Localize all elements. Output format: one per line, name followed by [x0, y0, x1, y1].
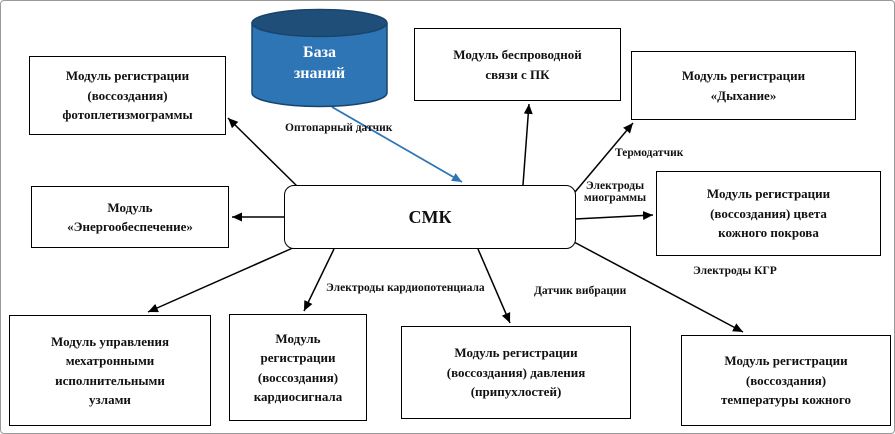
module-mechatronic-control: Модуль управления мехатронными исполните… [9, 315, 211, 426]
arrow-knowledge-base-to-smk [331, 106, 463, 183]
sensor-label-cardio-electrodes: Электроды кардиопотенциала [326, 282, 485, 294]
module-mechatronic-control-label: Модуль управления мехатронными исполните… [50, 333, 170, 408]
module-cardiosignal-label: Модуль регистрации (воссоздания) кардиос… [253, 330, 343, 405]
module-pressure: Модуль регистрации (воссоздания) давлени… [401, 326, 631, 419]
sensor-label-thermo: Термодатчик [615, 147, 684, 159]
module-photoplethysmogram: Модуль регистрации (воссоздания) фотопле… [29, 56, 226, 135]
smk-central-node: СМК [284, 185, 576, 249]
module-temperature-label: Модуль регистрации (воссоздания) темпера… [721, 353, 851, 408]
module-breathing: Модуль регистрации «Дыхание» [631, 51, 856, 120]
module-wireless-pc: Модуль беспроводной связи с ПК [414, 28, 621, 101]
sensor-label-optopair: Оптопарный датчик [285, 122, 393, 134]
module-power-supply-label: Модуль «Энергообеспечение» [67, 199, 193, 235]
module-skin-color-label: Модуль регистрации (воссоздания) цвета к… [706, 186, 831, 241]
module-wireless-pc-label: Модуль беспроводной связи с ПК [453, 47, 582, 82]
knowledge-base: База знаний [249, 7, 390, 109]
arrow-smk-to-skin-color [574, 211, 654, 221]
module-skin-color: Модуль регистрации (воссоздания) цвета к… [656, 171, 881, 256]
module-power-supply: Модуль «Энергообеспечение» [31, 186, 229, 248]
module-pressure-label: Модуль регистрации (воссоздания) давлени… [446, 345, 586, 400]
arrow-smk-to-cardiosignal [303, 248, 335, 312]
sensor-label-myogram: Электроды миограммы [583, 180, 647, 204]
module-cardiosignal: Модуль регистрации (воссоздания) кардиос… [229, 314, 367, 421]
arrow-smk-to-wireless [522, 103, 533, 186]
arrow-smk-to-mechatronic [147, 246, 296, 313]
sensor-label-vibration: Датчик вибрации [534, 285, 627, 297]
knowledge-base-label: База знаний [293, 44, 346, 82]
module-breathing-label: Модуль регистрации «Дыхание» [681, 68, 806, 103]
database-cylinder-icon [251, 8, 388, 108]
module-temperature: Модуль регистрации (воссоздания) темпера… [681, 335, 891, 426]
module-photoplethysmogram-label: Модуль регистрации (воссоздания) фотопле… [62, 68, 193, 123]
smk-label: СМК [408, 206, 452, 227]
sensor-label-kgr: Электроды КГР [693, 265, 777, 277]
